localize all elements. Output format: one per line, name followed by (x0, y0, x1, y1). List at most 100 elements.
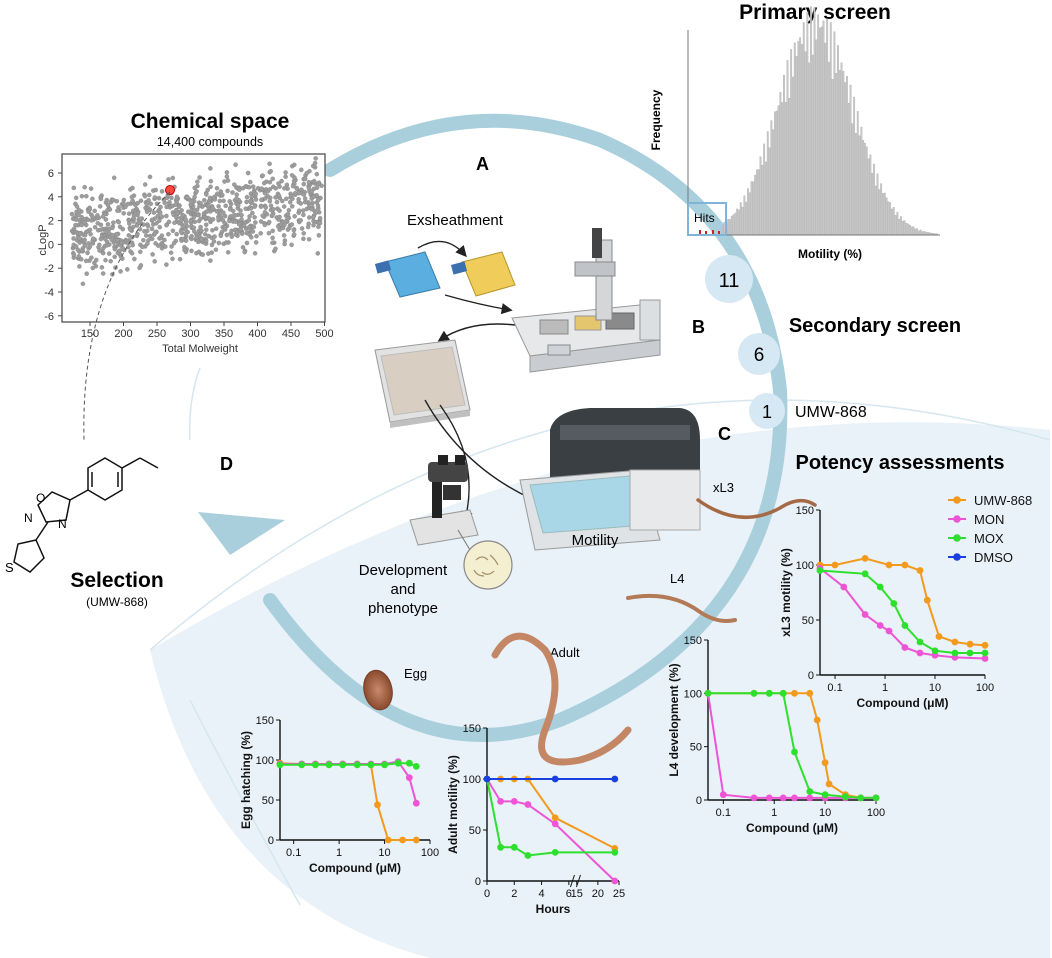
scatter-point (71, 226, 77, 232)
scatter-point (270, 228, 275, 234)
histogram-bar (774, 111, 776, 236)
selection-dashed-line (83, 191, 171, 441)
series-line-mon (486, 778, 616, 882)
motility-label: Motility (572, 532, 619, 549)
scatter-point (159, 189, 165, 194)
histogram-bar (815, 39, 818, 236)
x-tick-label: 0.1 (827, 682, 842, 694)
scatter-point (171, 212, 176, 218)
scatter-point (99, 265, 105, 270)
scatter-point (244, 199, 249, 205)
scatter-point (180, 236, 186, 242)
scatter-point (173, 202, 178, 208)
histogram-bar (909, 224, 911, 236)
scatter-point (289, 173, 295, 178)
scatter-point (315, 251, 321, 256)
scatter-point (157, 224, 163, 230)
larvae-in-dish (473, 554, 499, 577)
histogram-bar (903, 220, 906, 236)
scatter-point (230, 213, 236, 219)
scatter-point (222, 179, 227, 184)
scatter-point (276, 193, 282, 198)
cs-xtick-label: 200 (114, 328, 132, 340)
scatter-point (85, 250, 90, 256)
scatter-point (298, 218, 303, 223)
scatter-point (281, 204, 287, 209)
data-point-mon (405, 774, 413, 781)
histogram-bar (923, 231, 926, 236)
scatter-point (208, 258, 213, 263)
scatter-point (80, 281, 86, 287)
data-point-mox (405, 759, 413, 767)
histogram-bar (754, 174, 757, 236)
scatter-point (213, 226, 219, 231)
scatter-point (164, 204, 169, 210)
scatter-point (310, 200, 315, 206)
data-point-umw-868 (966, 640, 974, 648)
cs-ytick-label: 2 (48, 216, 54, 228)
scatter-point (273, 186, 278, 191)
scatter-point (250, 229, 256, 234)
scatter-point (97, 242, 102, 248)
scatter-point (126, 211, 132, 216)
scatter-point (150, 252, 155, 257)
scatter-point (100, 271, 106, 276)
scatter-point (234, 196, 239, 201)
data-point-umw-868 (825, 780, 833, 788)
scatter-point (247, 214, 252, 219)
x-tick-label: 10 (819, 807, 831, 819)
data-point-umw-868 (821, 759, 829, 767)
histogram-bar (898, 219, 901, 236)
histogram-bar (896, 211, 899, 236)
scatter-point (200, 252, 206, 257)
scatter-point (235, 203, 241, 208)
data-point-umw-868 (399, 836, 406, 844)
scatter-point (284, 182, 290, 188)
scatter-point (213, 247, 219, 252)
scatter-point (210, 217, 216, 222)
scatter-point (203, 222, 209, 227)
scatter-point (87, 244, 93, 249)
data-point-umw-868 (935, 633, 943, 640)
data-point-mon (901, 644, 909, 651)
scatter-point (253, 197, 259, 202)
histogram-bar (865, 146, 868, 236)
scatter-point (214, 185, 220, 191)
scatter-point (174, 194, 180, 200)
scatter-point (273, 246, 278, 252)
scatter-point (249, 194, 254, 199)
data-point-dmso (611, 775, 619, 783)
hits-label: Hits (694, 211, 715, 225)
histogram-bar (871, 172, 874, 236)
scatter-point (102, 236, 108, 242)
scatter-point (130, 185, 135, 191)
scatter-point (244, 240, 250, 246)
label-b: B (692, 317, 705, 337)
histogram-bar (833, 31, 836, 236)
hits-marks (699, 230, 720, 234)
histogram-bar (757, 169, 760, 236)
potency-panel-bg (150, 422, 1050, 958)
scatter-point (283, 170, 288, 175)
scatter-point (121, 197, 127, 203)
x-tick-label: 10 (929, 682, 941, 694)
histogram-bar (853, 96, 856, 236)
scatter-point (87, 227, 93, 233)
scatter-point (153, 187, 158, 193)
histogram-bar (869, 154, 872, 236)
hit-name-label: UMW-868 (795, 404, 867, 421)
scatter-point (285, 216, 291, 221)
histogram-bar (910, 226, 913, 236)
data-point-mon (791, 794, 798, 802)
scatter-point (232, 182, 237, 187)
count-6: 6 (754, 345, 765, 366)
scatter-point (282, 186, 287, 191)
y-tick-label: 100 (256, 755, 274, 767)
scatter-point (246, 185, 252, 190)
scatter-point (223, 240, 229, 245)
legend-marker-mox (953, 534, 961, 542)
histogram-bar (894, 215, 897, 236)
y-tick-label: 100 (463, 774, 481, 786)
